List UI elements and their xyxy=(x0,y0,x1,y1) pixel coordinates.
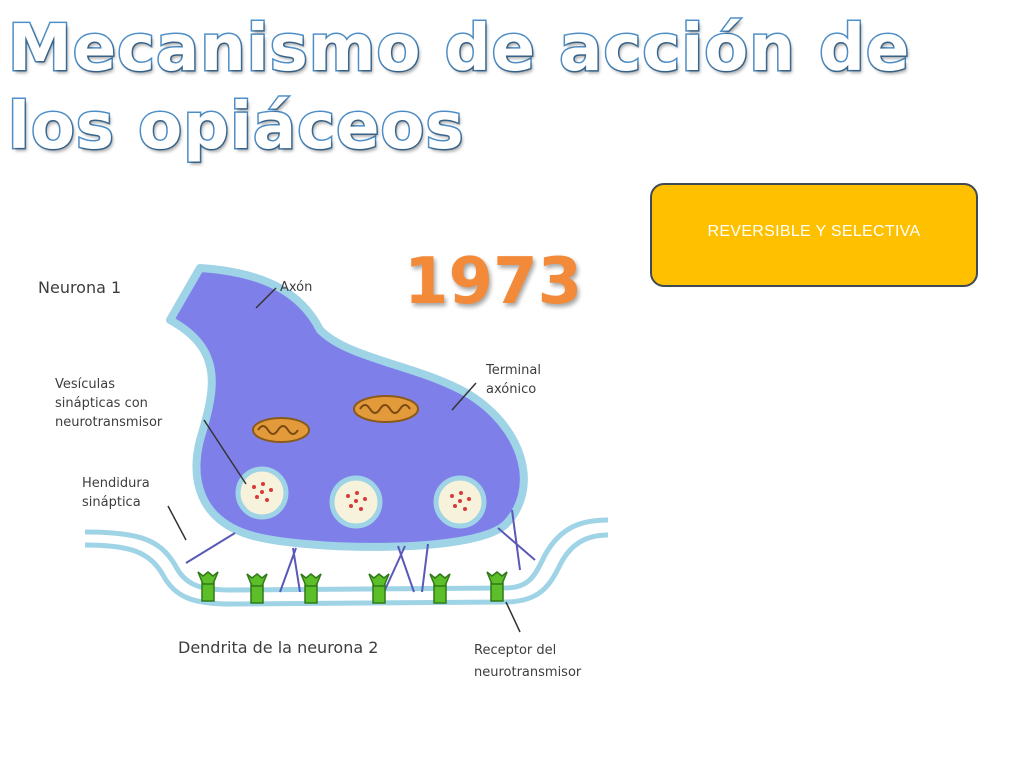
receptor-5 xyxy=(429,573,451,604)
vesicle-2 xyxy=(329,475,383,529)
label-receptor-line-1: Receptor del xyxy=(474,643,556,658)
receptor-3 xyxy=(300,573,322,604)
callout-box: REVERSIBLE Y SELECTIVA xyxy=(650,183,978,287)
receptor-2 xyxy=(246,573,268,604)
label-vesiculas-line-3: neurotransmisor xyxy=(55,415,163,430)
dendrite-membrane xyxy=(84,517,609,607)
label-hendidura-line-2: sináptica xyxy=(82,495,141,510)
label-hendidura-line-1: Hendidura xyxy=(82,476,150,491)
mitochondrion-2 xyxy=(353,395,419,423)
label-vesiculas-line-1: Vesículas xyxy=(55,377,115,392)
label-axon: Axón xyxy=(280,280,312,295)
mitochondrion-1 xyxy=(252,417,310,443)
label-receptor-line-2: neurotransmisor xyxy=(474,665,582,680)
year-label: 1973 xyxy=(403,245,583,319)
callout-text: REVERSIBLE Y SELECTIVA xyxy=(707,223,921,240)
vesicle-3 xyxy=(433,475,487,529)
label-terminal-line-2: axónico xyxy=(486,382,536,397)
label-vesiculas-line-2: sinápticas con xyxy=(55,396,148,411)
cleft-filaments xyxy=(185,509,536,593)
receptor-6 xyxy=(486,571,508,602)
label-neurona-1: Neurona 1 xyxy=(38,278,121,297)
label-terminal-line-1: Terminal xyxy=(485,363,541,378)
receptor-4 xyxy=(368,573,390,604)
leader-lines xyxy=(167,287,521,633)
label-dendrita: Dendrita de la neurona 2 xyxy=(178,638,378,657)
slide-title: Mecanismo de acción de los opiáceos xyxy=(7,11,911,166)
receptor-1 xyxy=(197,571,219,602)
vesicle-1 xyxy=(235,466,289,520)
